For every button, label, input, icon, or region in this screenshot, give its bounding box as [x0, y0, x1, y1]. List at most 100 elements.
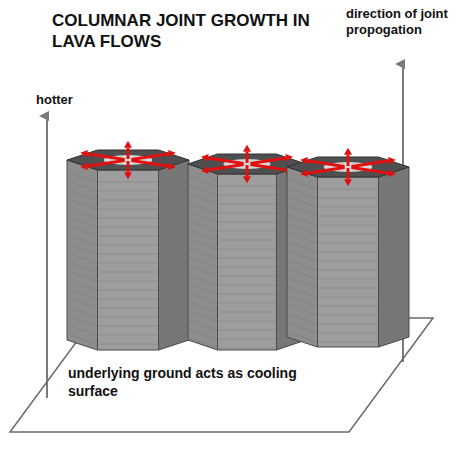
column-texture — [68, 307, 97, 317]
column-top — [188, 154, 306, 174]
column-texture — [160, 199, 189, 209]
column-texture — [288, 332, 317, 342]
column-texture — [219, 186, 276, 187]
column-texture — [288, 206, 317, 216]
column-texture — [219, 321, 276, 322]
column-texture — [380, 305, 409, 315]
column-texture — [68, 316, 97, 326]
column-texture — [160, 280, 189, 290]
column-texture — [68, 235, 97, 245]
column-texture — [219, 303, 276, 304]
column-texture — [219, 276, 276, 277]
column-texture — [288, 269, 317, 279]
column-texture — [68, 208, 97, 218]
column-texture — [288, 296, 317, 306]
column-texture — [189, 257, 217, 267]
column-texture — [68, 190, 97, 200]
heat-arrow — [208, 165, 244, 171]
column-texture — [99, 209, 158, 210]
column-texture — [99, 344, 158, 345]
heat-arrowhead — [300, 169, 308, 177]
column — [67, 141, 189, 350]
column-texture — [189, 230, 217, 240]
column-texture — [288, 260, 317, 270]
heat-arrowhead — [124, 141, 132, 148]
column-texture — [278, 185, 306, 195]
column-texture — [160, 271, 189, 281]
column-texture — [278, 302, 306, 312]
column-texture — [68, 280, 97, 290]
heat-arrow — [347, 168, 350, 179]
column-texture — [219, 294, 276, 295]
column-texture — [219, 231, 276, 232]
heat-arrow — [87, 161, 124, 167]
column-texture — [99, 227, 158, 228]
column-texture — [68, 253, 97, 263]
heat-arrowhead — [80, 162, 88, 170]
heat-arrow — [351, 161, 388, 167]
column-texture — [288, 314, 317, 324]
column-texture — [99, 182, 158, 183]
column-texture — [189, 302, 217, 312]
column-texture — [278, 230, 306, 240]
column-texture — [99, 299, 158, 300]
column-face — [67, 160, 98, 350]
column-texture — [189, 311, 217, 321]
column-texture — [319, 225, 378, 226]
column-texture — [278, 212, 306, 222]
column-texture — [160, 190, 189, 200]
column-top-spot — [104, 155, 153, 165]
column — [287, 148, 409, 347]
column-texture — [68, 262, 97, 272]
column-texture — [99, 308, 158, 309]
column-texture — [380, 206, 409, 216]
column-texture — [278, 176, 306, 186]
heat-arrow — [307, 161, 344, 167]
column-texture — [99, 326, 158, 327]
column-texture — [380, 197, 409, 207]
heat-arrowhead — [201, 166, 209, 174]
heat-arrow — [250, 165, 286, 171]
column-texture — [189, 221, 217, 231]
column-texture — [160, 172, 189, 182]
column-texture — [380, 215, 409, 225]
column-texture — [380, 269, 409, 279]
column-texture — [288, 242, 317, 252]
heat-arrowhead — [300, 157, 308, 165]
column-face — [218, 174, 277, 350]
heat-arrowhead — [388, 169, 396, 177]
column-texture — [278, 239, 306, 249]
column-texture — [278, 203, 306, 213]
column-texture — [99, 245, 158, 246]
column-texture — [319, 279, 378, 280]
heat-arrow — [246, 152, 249, 163]
column-texture — [288, 323, 317, 333]
column-face — [277, 164, 307, 350]
column-texture — [278, 248, 306, 258]
column-texture — [68, 217, 97, 227]
column-texture — [278, 284, 306, 294]
column-texture — [288, 179, 317, 189]
column-face — [379, 167, 410, 347]
column-texture — [319, 198, 378, 199]
column-texture — [380, 287, 409, 297]
column-texture — [68, 325, 97, 335]
axis-label: hotter — [36, 92, 73, 108]
column-texture — [380, 251, 409, 261]
column-texture — [380, 233, 409, 243]
heat-arrowhead — [344, 179, 352, 186]
column-texture — [288, 278, 317, 288]
column-texture — [99, 335, 158, 336]
column-texture — [380, 179, 409, 189]
column-texture — [319, 270, 378, 271]
column-texture — [288, 305, 317, 315]
column-texture — [189, 275, 217, 285]
column-texture — [99, 236, 158, 237]
column-texture — [68, 289, 97, 299]
column-texture — [380, 242, 409, 252]
column-texture — [219, 348, 276, 349]
column-texture — [160, 289, 189, 299]
column-texture — [319, 234, 378, 235]
ground-label: underlying ground acts as cooling surfac… — [68, 364, 348, 400]
column-texture — [160, 334, 189, 344]
